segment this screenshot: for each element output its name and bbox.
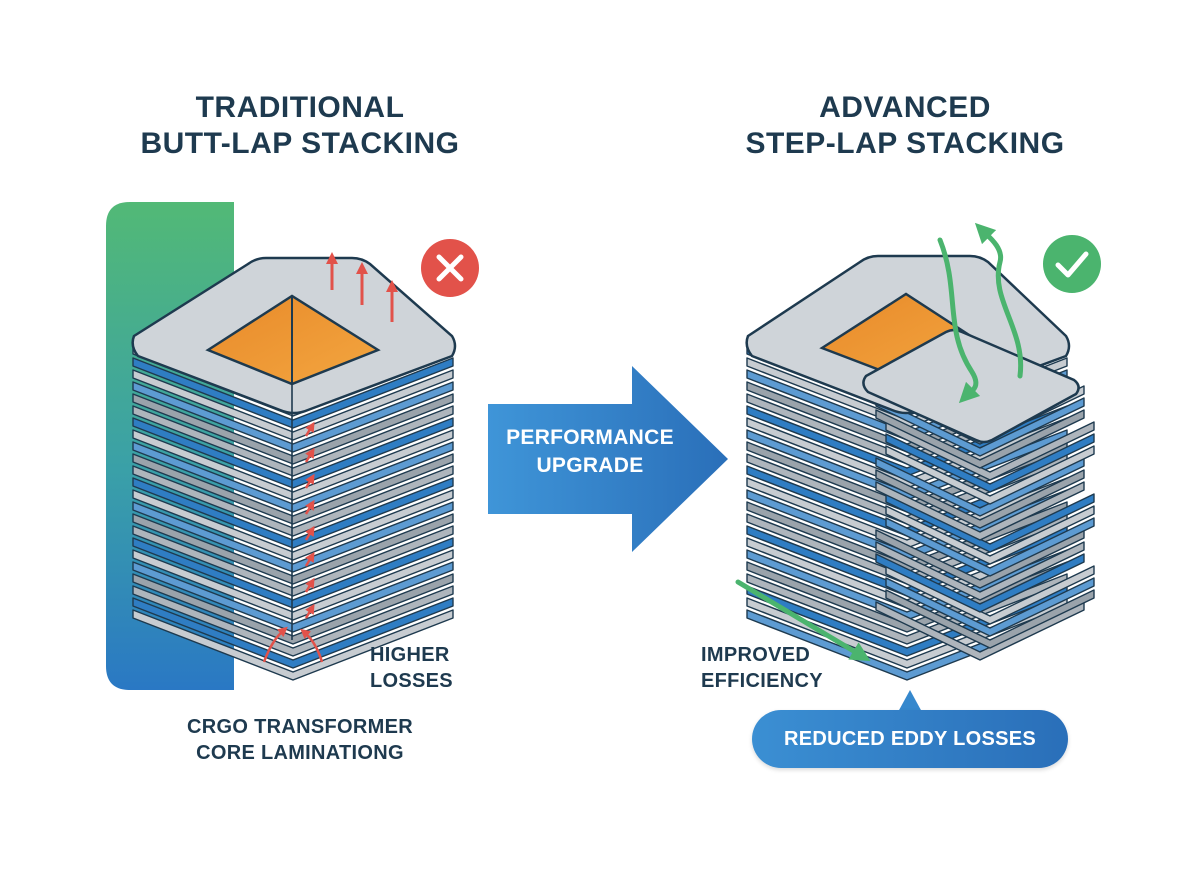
lamination-sheet xyxy=(132,573,454,645)
butt-lap-core-stack xyxy=(132,345,454,681)
lamination-sheet xyxy=(132,369,454,441)
lamination-sheet xyxy=(132,357,454,429)
lamination-sheet-offset xyxy=(875,457,1085,517)
lamination-sheet-offset xyxy=(885,493,1095,553)
lamination-sheet xyxy=(132,513,454,585)
lamination-sheet xyxy=(132,441,454,513)
seam-flux-arrow xyxy=(304,499,315,515)
lamination-sheet xyxy=(132,393,454,465)
lamination-sheet xyxy=(132,429,454,501)
lamination-sheet xyxy=(132,537,454,609)
improved-efficiency-line2: EFFICIENCY xyxy=(701,670,823,692)
seam-flux-arrows xyxy=(304,421,315,619)
improved-efficiency-label: IMPROVED EFFICIENCY xyxy=(701,642,823,694)
escaping-flux-arrows xyxy=(326,252,398,322)
seam-flux-arrow xyxy=(304,551,315,567)
lamination-sheet xyxy=(132,585,454,657)
core-caption-line1: CRGO TRANSFORMER xyxy=(187,716,413,738)
lamination-sheet-offset xyxy=(875,409,1085,469)
step-lap-title-line1: ADVANCED xyxy=(819,91,991,124)
lamination-sheet xyxy=(132,597,454,669)
core-caption: CRGO TRANSFORMER CORE LAMINATIONG xyxy=(170,714,430,766)
bottom-flux-arrows xyxy=(262,626,324,663)
lamination-sheet-offset xyxy=(875,469,1085,529)
higher-losses-line1: HIGHER xyxy=(370,644,450,666)
guided-flux-arrows xyxy=(735,222,1024,662)
lamination-sheet xyxy=(132,561,454,633)
lamination-sheet-offset xyxy=(875,529,1085,589)
butt-lap-top-face xyxy=(131,256,457,640)
lamination-sheet xyxy=(132,381,454,453)
core-caption-line2: CORE LAMINATIONG xyxy=(196,742,404,764)
lamination-sheet-offset xyxy=(875,481,1085,541)
lamination-sheet xyxy=(132,417,454,489)
seam-flux-arrow xyxy=(304,473,315,489)
lamination-sheet-offset xyxy=(875,553,1085,613)
improved-efficiency-line1: IMPROVED xyxy=(701,644,811,666)
check-icon xyxy=(1043,235,1101,293)
lamination-sheet-offset xyxy=(875,541,1085,601)
lamination-sheet-offset xyxy=(885,589,1095,649)
lamination-sheet xyxy=(132,549,454,621)
lamination-sheet-offset xyxy=(875,397,1085,457)
seam-flux-arrow xyxy=(304,421,315,437)
lamination-sheet-offset xyxy=(875,601,1085,661)
lamination-sheet xyxy=(132,453,454,525)
lamination-sheet xyxy=(132,501,454,573)
lamination-sheet-offset xyxy=(885,505,1095,565)
lamination-sheet-offset xyxy=(885,433,1095,493)
lamination-sheet xyxy=(132,489,454,561)
lamination-sheet-offset xyxy=(885,517,1095,577)
step-lap-title: ADVANCED STEP-LAP STACKING xyxy=(700,90,1110,162)
pill-pointer xyxy=(898,690,922,712)
performance-upgrade-label: PERFORMANCE UPGRADE xyxy=(490,424,690,480)
step-lap-title-line2: STEP-LAP STACKING xyxy=(745,127,1065,160)
arrow-label-line1: PERFORMANCE xyxy=(506,426,674,449)
seam-flux-arrow xyxy=(304,525,315,541)
performance-upgrade-arrow xyxy=(488,366,728,552)
lamination-sheet-offset xyxy=(885,577,1095,637)
lamination-sheet-offset xyxy=(885,421,1095,481)
lamination-sheet xyxy=(132,465,454,537)
lamination-sheet-offset xyxy=(885,565,1095,625)
seam-flux-arrow xyxy=(304,577,315,593)
butt-lap-title: TRADITIONAL BUTT-LAP STACKING xyxy=(100,90,500,162)
arrow-label-line2: UPGRADE xyxy=(536,454,644,477)
higher-losses-line2: LOSSES xyxy=(370,670,453,692)
reduced-eddy-losses-badge: REDUCED EDDY LOSSES xyxy=(752,710,1068,768)
seam-flux-arrow xyxy=(304,603,315,619)
seam-flux-arrow xyxy=(304,447,315,463)
butt-lap-title-line2: BUTT-LAP STACKING xyxy=(140,127,460,160)
butt-lap-title-line1: TRADITIONAL xyxy=(195,91,405,124)
lamination-sheet xyxy=(132,609,454,681)
lamination-sheet xyxy=(132,405,454,477)
higher-losses-label: HIGHER LOSSES xyxy=(370,642,453,694)
lamination-sheet-offset xyxy=(885,445,1095,505)
cross-icon xyxy=(421,239,479,297)
lamination-sheet xyxy=(132,525,454,597)
lamination-sheet xyxy=(132,477,454,549)
